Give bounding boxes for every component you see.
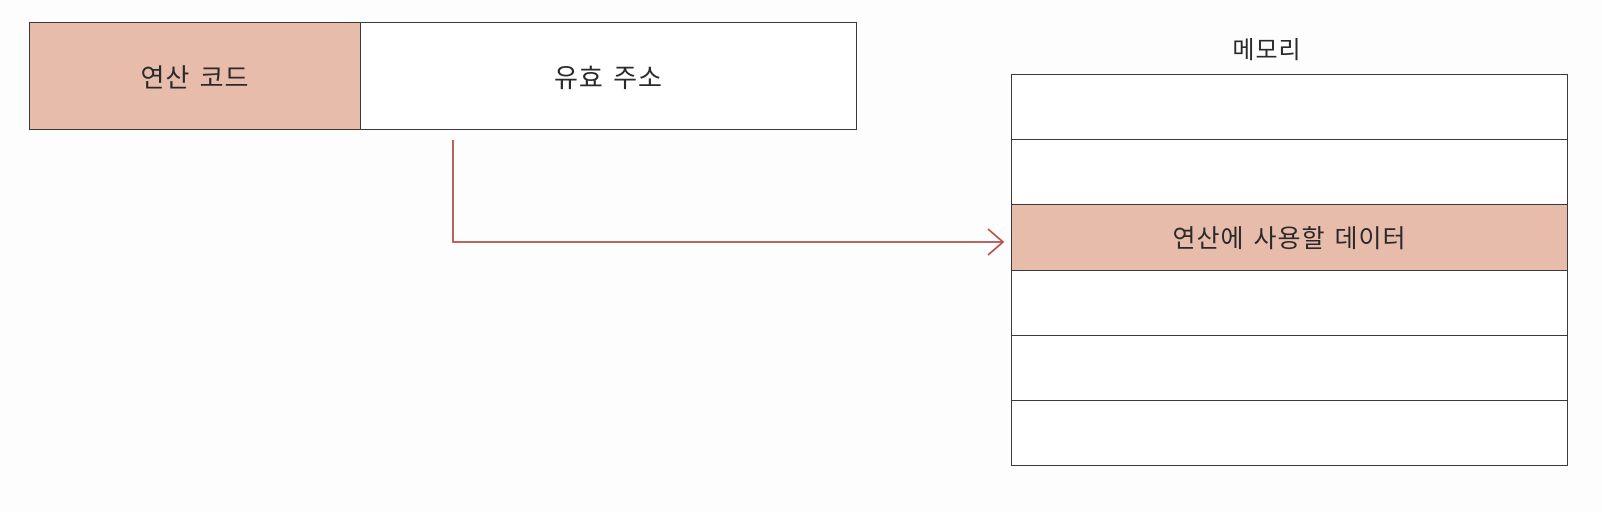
pointer-arrow-line: [452, 140, 1003, 243]
memory-title: 메모리: [1232, 36, 1302, 64]
instruction-format: 연산 코드 유효 주소: [29, 22, 857, 130]
effective-address-field: 유효 주소: [361, 23, 856, 129]
memory-cell: [1012, 401, 1567, 465]
memory-cell-operand-data: 연산에 사용할 데이터: [1012, 205, 1567, 271]
memory-cell: [1012, 75, 1567, 141]
opcode-field: 연산 코드: [30, 23, 361, 129]
memory-cell: [1012, 336, 1567, 401]
memory-block: 연산에 사용할 데이터: [1011, 74, 1568, 466]
memory-cell: [1012, 140, 1567, 206]
pointer-arrow-head: [987, 228, 1005, 256]
memory-cell: [1012, 271, 1567, 336]
